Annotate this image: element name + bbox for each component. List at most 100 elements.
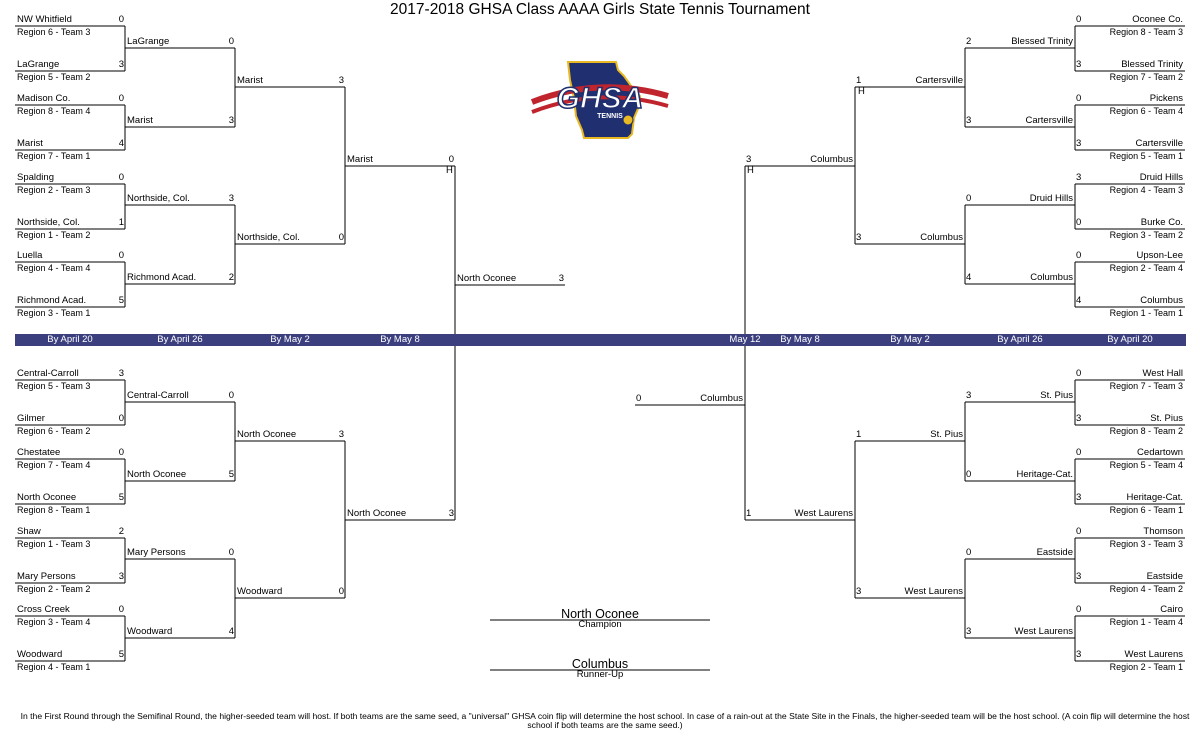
team-score: 0 xyxy=(118,604,124,615)
team-seed: Region 4 - Team 3 xyxy=(1109,185,1183,195)
team-score: 0 xyxy=(228,36,234,47)
team-score: 0 xyxy=(338,232,344,243)
date-label: May 12 xyxy=(729,334,761,345)
team-name: St. Pius xyxy=(1040,390,1073,401)
team-name: Central-Carroll xyxy=(17,368,79,379)
team-name: Eastside xyxy=(1036,547,1073,558)
team-seed: Region 4 - Team 2 xyxy=(1109,584,1183,594)
team-name: Northside, Col. xyxy=(237,232,300,243)
logo-subtext: TENNIS xyxy=(597,113,623,120)
team-name: Heritage-Cat. xyxy=(1016,469,1074,480)
logo-text: GHSA xyxy=(557,82,644,115)
team-seed: Region 3 - Team 1 xyxy=(17,308,91,318)
team-score: 5 xyxy=(118,649,124,660)
team-score: 1 xyxy=(118,217,124,228)
team-score: 3 xyxy=(228,193,234,204)
team-score: 0 xyxy=(118,14,124,25)
team-name: West Hall xyxy=(1142,368,1183,379)
team-score: 0 xyxy=(1076,526,1082,537)
team-name: Chestatee xyxy=(17,447,61,458)
team-seed: Region 5 - Team 4 xyxy=(1109,460,1183,470)
team-name: Eastside xyxy=(1146,571,1183,582)
team-name: Woodward xyxy=(237,586,283,597)
team-name: West Laurens xyxy=(1124,649,1183,660)
team-name: West Laurens xyxy=(794,508,853,519)
team-score: 3 xyxy=(118,59,124,70)
team-seed: Region 5 - Team 2 xyxy=(17,72,91,82)
date-label: By April 26 xyxy=(157,334,203,345)
team-score: 0 xyxy=(1076,604,1082,615)
team-score: 3 xyxy=(856,232,862,243)
team-name: NW Whitfield xyxy=(17,14,72,25)
team-name: Druid Hills xyxy=(1139,172,1183,183)
team-score: 2 xyxy=(118,526,124,537)
team-name: Woodward xyxy=(17,649,63,660)
footer-note: In the First Round through the Semifinal… xyxy=(20,711,1190,730)
team-seed: Region 5 - Team 3 xyxy=(17,381,91,391)
team-name: West Laurens xyxy=(904,586,963,597)
team-name: Cartersville xyxy=(1135,138,1183,149)
team-score: 0 xyxy=(118,93,124,104)
host-marker: H xyxy=(747,165,754,176)
team-score: 1 xyxy=(746,508,752,519)
team-name: Cartersville xyxy=(1025,115,1073,126)
team-seed: Region 6 - Team 2 xyxy=(17,426,91,436)
champion-label: Champion xyxy=(578,619,622,630)
team-score: 3 xyxy=(118,571,124,582)
team-seed: Region 3 - Team 3 xyxy=(1109,539,1183,549)
team-name: Marist xyxy=(237,75,263,86)
team-score: 1 xyxy=(856,75,862,86)
team-name: Burke Co. xyxy=(1140,217,1183,228)
team-name: St. Pius xyxy=(1150,413,1183,424)
team-seed: Region 4 - Team 1 xyxy=(17,662,91,672)
team-score: 0 xyxy=(1076,14,1082,25)
date-label: By April 26 xyxy=(997,334,1043,345)
tennis-ball-icon xyxy=(622,114,634,126)
team-name: Marist xyxy=(17,138,43,149)
team-name: Heritage-Cat. xyxy=(1126,492,1184,503)
team-name: North Oconee xyxy=(347,508,407,519)
team-score: 4 xyxy=(118,138,124,149)
team-name: Marist xyxy=(127,115,153,126)
ghsa-logo: GHSA TENNIS xyxy=(530,56,670,146)
date-label: By May 2 xyxy=(270,334,310,345)
team-name: Spalding xyxy=(17,172,54,183)
team-score: 3 xyxy=(746,154,752,165)
team-name: Luella xyxy=(17,250,43,261)
team-name: Cairo xyxy=(1160,604,1183,615)
team-seed: Region 5 - Team 1 xyxy=(1109,151,1183,161)
georgia-shape-icon xyxy=(566,61,641,139)
team-name: St. Pius xyxy=(930,429,963,440)
team-score: 2 xyxy=(966,36,972,47)
team-score: 0 xyxy=(228,390,234,401)
team-score: 3 xyxy=(1076,172,1082,183)
team-name: Cartersville xyxy=(915,75,963,86)
team-name: Cross Creek xyxy=(17,604,70,615)
team-score: 0 xyxy=(118,172,124,183)
team-name: Oconee Co. xyxy=(1132,14,1183,25)
team-score: 3 xyxy=(1076,413,1082,424)
team-score: 0 xyxy=(966,469,972,480)
team-score: 3 xyxy=(118,368,124,379)
team-seed: Region 1 - Team 1 xyxy=(1109,308,1183,318)
final-team-score: 3 xyxy=(558,273,564,284)
team-score: 3 xyxy=(1076,138,1082,149)
team-score: 3 xyxy=(1076,492,1082,503)
team-seed: Region 1 - Team 3 xyxy=(17,539,91,549)
team-score: 3 xyxy=(856,586,862,597)
team-score: 0 xyxy=(1076,93,1082,104)
team-score: 0 xyxy=(338,586,344,597)
team-name: Marist xyxy=(347,154,373,165)
team-score: 3 xyxy=(1076,571,1082,582)
team-name: LaGrange xyxy=(127,36,170,47)
team-score: 0 xyxy=(118,447,124,458)
team-score: 5 xyxy=(118,492,124,503)
team-name: Blessed Trinity xyxy=(1011,36,1073,47)
team-name: Richmond Acad. xyxy=(127,272,197,283)
team-score: 2 xyxy=(228,272,234,283)
team-seed: Region 3 - Team 2 xyxy=(1109,230,1183,240)
team-name: Gilmer xyxy=(17,413,45,424)
team-score: 3 xyxy=(338,429,344,440)
team-seed: Region 7 - Team 1 xyxy=(17,151,91,161)
team-score: 0 xyxy=(1076,368,1082,379)
